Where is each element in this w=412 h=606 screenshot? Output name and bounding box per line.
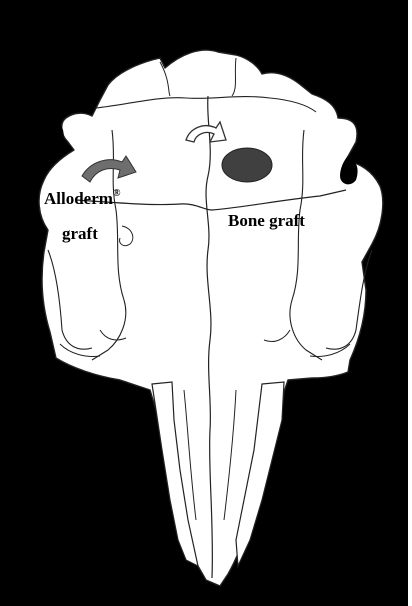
alloderm-label: Alloderm® (44, 190, 120, 207)
alloderm-graft-label: graft (62, 225, 98, 242)
bone-graft-label: Bone graft (228, 212, 305, 229)
registered-mark: ® (113, 188, 120, 199)
background-right-gap (408, 0, 412, 606)
alloderm-text: Alloderm (44, 189, 113, 208)
bone-graft-disc (222, 148, 272, 182)
